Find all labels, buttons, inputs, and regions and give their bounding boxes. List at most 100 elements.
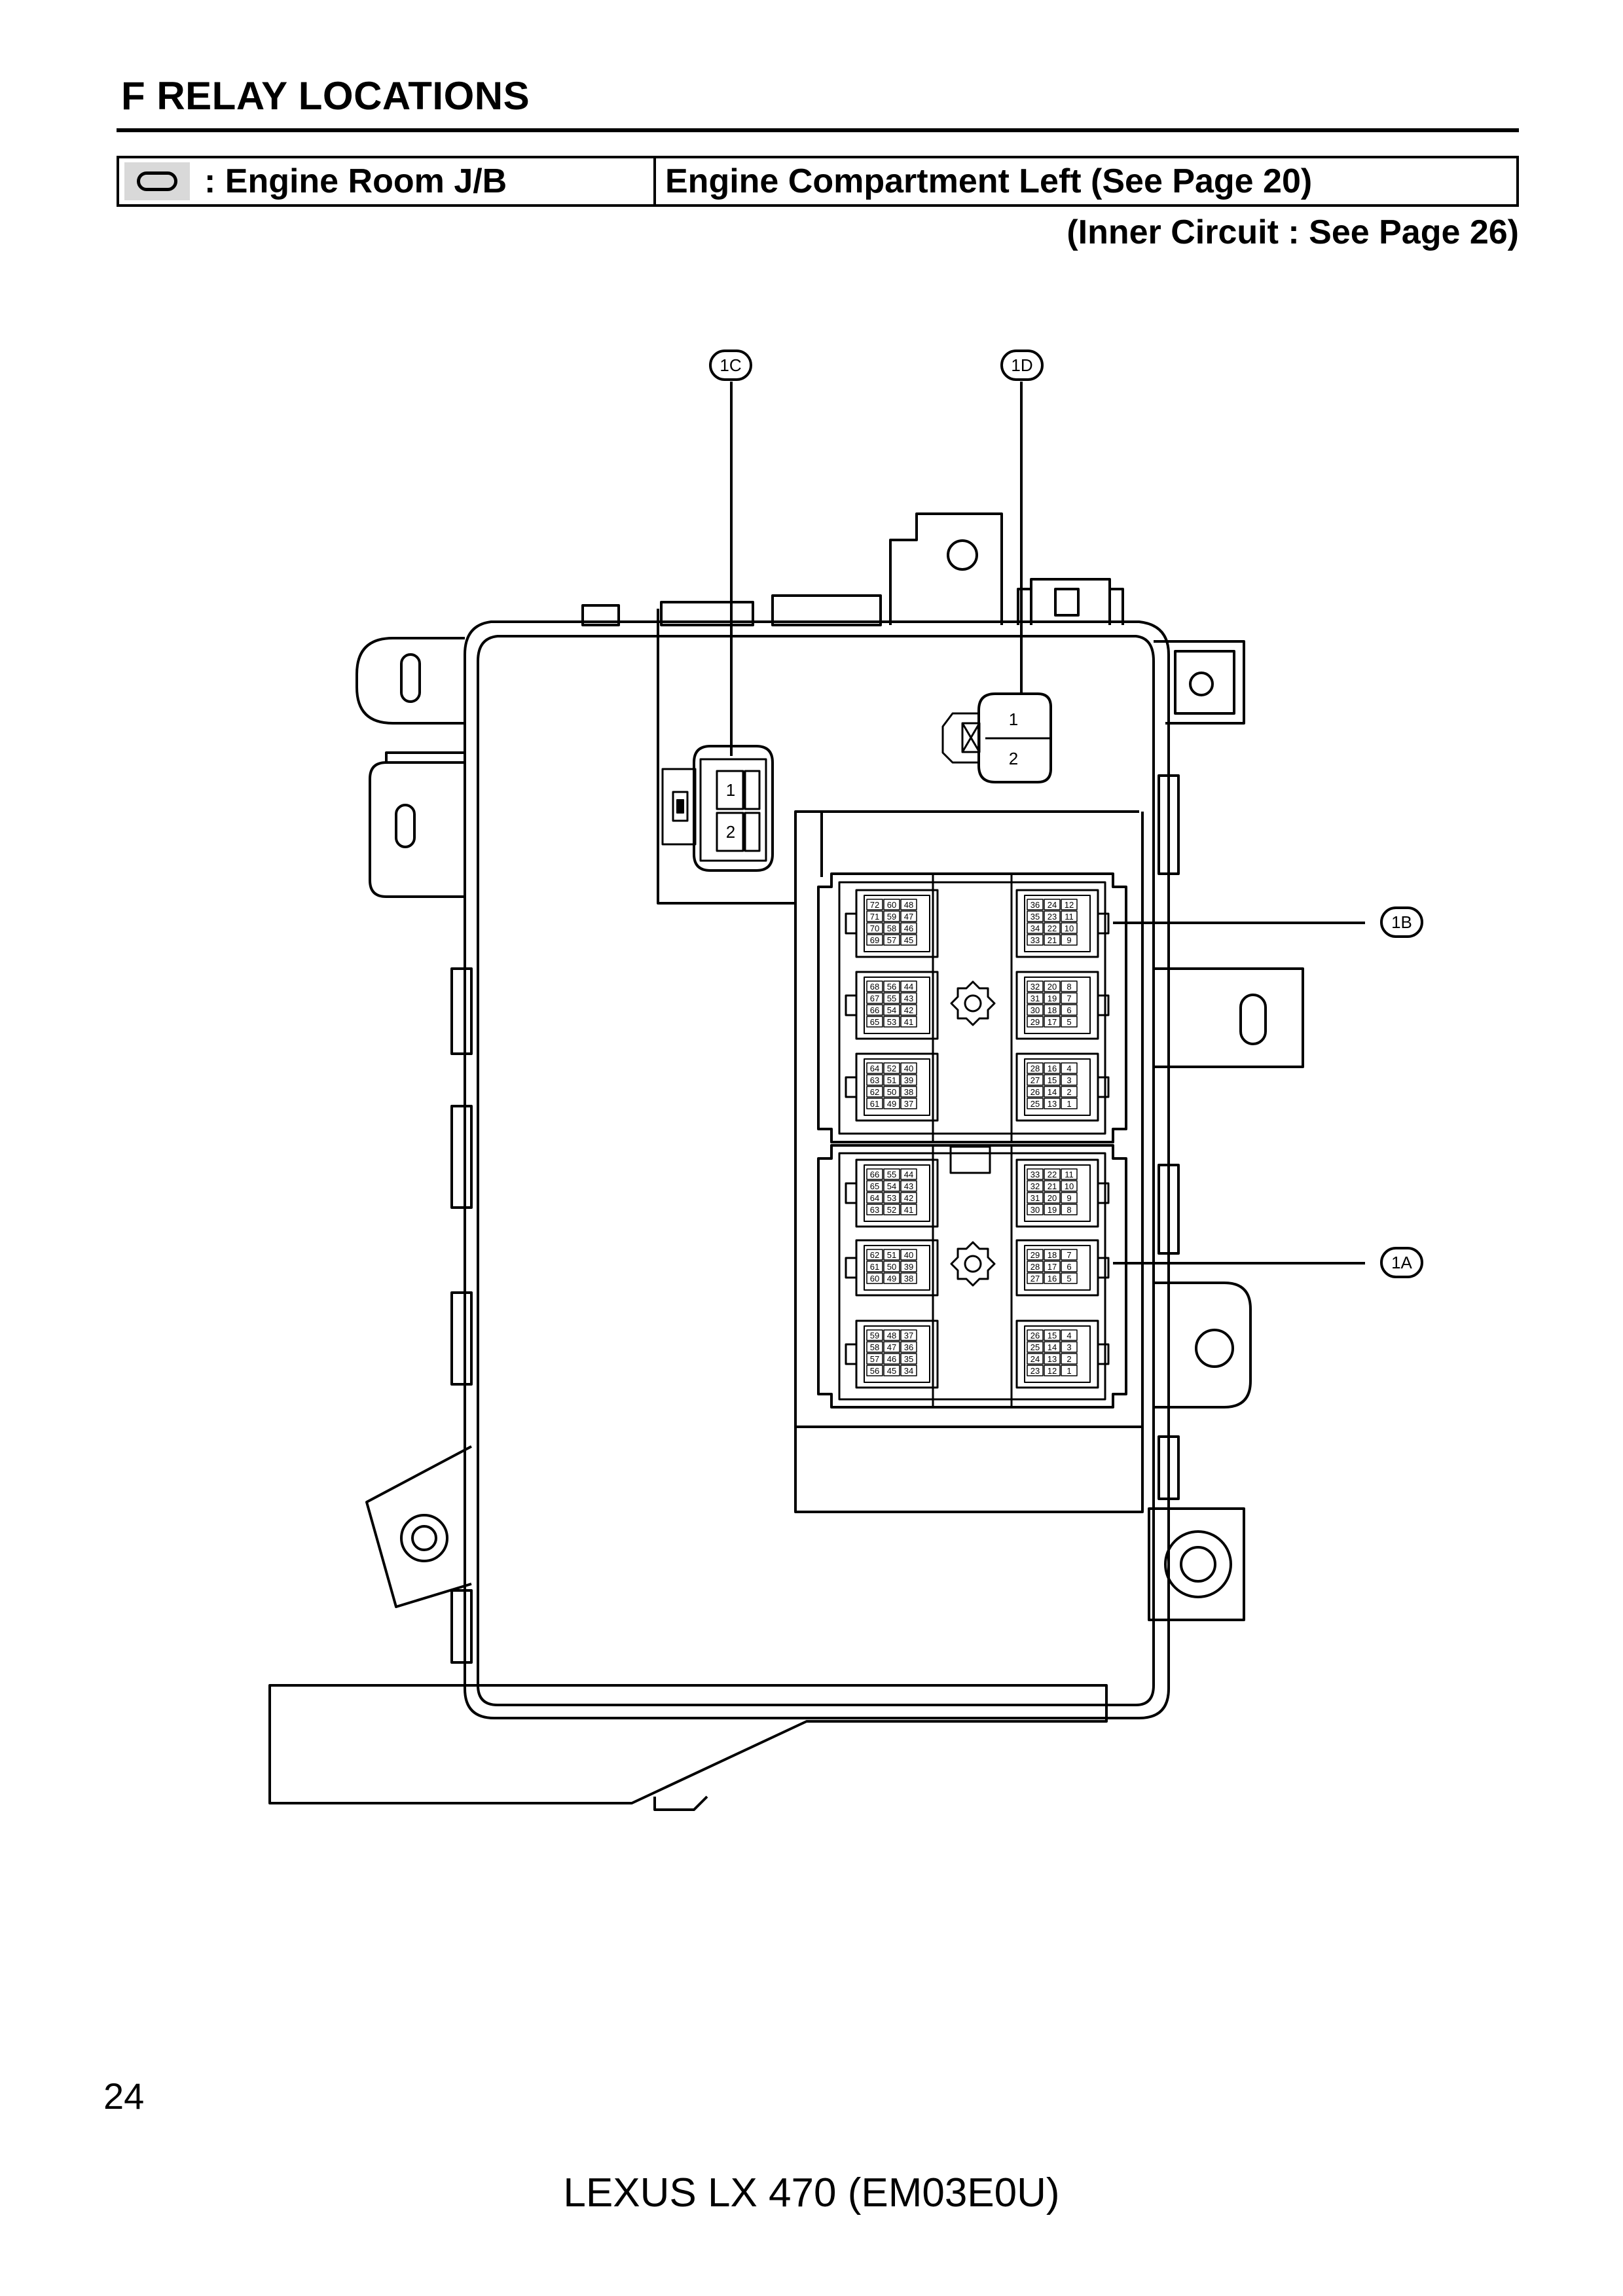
connector-1B-pin-cell xyxy=(900,1004,917,1016)
connector-1B-latch-nub xyxy=(1097,994,1110,1016)
connector-1B-pin-cell xyxy=(866,1098,883,1109)
connector-1A-pin-cell xyxy=(1027,1180,1044,1192)
connector-1A-pin-cell xyxy=(1027,1365,1044,1376)
connector-1B-pin-number: 52 xyxy=(887,1064,896,1073)
inner-circuit-reference: (Inner Circuit : See Page 26) xyxy=(1067,213,1519,251)
connector-1A-pin-housing xyxy=(855,1319,939,1389)
legend-label: : Engine Room J/B xyxy=(204,162,507,200)
connector-1A-pin-number: 21 xyxy=(1048,1181,1057,1191)
connector-1A-pin-number: 46 xyxy=(887,1354,896,1364)
connector-1B-pin-number: 22 xyxy=(1048,924,1057,933)
connector-1B-pin-number: 28 xyxy=(1030,1064,1040,1073)
connector-1B-pin-cell xyxy=(1027,1004,1044,1016)
connector-1B-pin-number: 43 xyxy=(904,994,913,1003)
connector-1B-pin-number: 49 xyxy=(887,1099,896,1109)
connector-1B-pin-cell xyxy=(866,1016,883,1028)
connector-1B-pin-grid xyxy=(1024,895,1091,952)
connector-1A-pin-number: 19 xyxy=(1048,1205,1057,1215)
connector-1B-pin-cell xyxy=(1061,1016,1078,1028)
top-tab xyxy=(581,604,620,626)
svg-text:1D: 1D xyxy=(1011,355,1032,375)
connector-1B-pin-cell xyxy=(1027,1062,1044,1074)
connector-1A-pin-number: 37 xyxy=(904,1331,913,1340)
connector-1A-pin-cell xyxy=(1061,1329,1078,1341)
connector-1B-pin-cell xyxy=(1061,899,1078,910)
connector-1B-pin-number: 30 xyxy=(1030,1005,1040,1015)
top-tab xyxy=(660,601,754,626)
connector-1A-latch-nub xyxy=(1097,1182,1110,1204)
top-bolt-hole-icon xyxy=(947,539,978,571)
connector-1A-pin-number: 26 xyxy=(1030,1331,1040,1340)
connector-1A-pin-number: 47 xyxy=(887,1342,896,1352)
right-rib xyxy=(1158,1164,1180,1255)
connector-1B-pin-cell xyxy=(1061,1098,1078,1109)
connector-1A-pin-cell xyxy=(883,1329,900,1341)
connector-1B-pin-cell xyxy=(900,910,917,922)
connector-1A-pin-number: 32 xyxy=(1030,1181,1040,1191)
connector-1A-latch-nub xyxy=(845,1343,858,1365)
connector-1B-pin-number: 10 xyxy=(1065,924,1074,933)
right-mid-lug-slot-icon xyxy=(1239,994,1267,1045)
connector-1B-pin-cell xyxy=(883,910,900,922)
left-mid-lug-step xyxy=(385,751,465,762)
left-mid-lug xyxy=(369,761,465,898)
connector-1A-pin-number: 23 xyxy=(1030,1366,1040,1376)
connector-1A-latch-nub xyxy=(845,1257,858,1279)
right-top-lug xyxy=(1154,640,1245,725)
left-top-lug xyxy=(356,637,465,725)
connector-1A-pin-cell xyxy=(1061,1272,1078,1284)
connector-1B-pin-number: 40 xyxy=(904,1064,913,1073)
connector-1A-pin-cell xyxy=(866,1272,883,1284)
connector-1B-pin-number: 8 xyxy=(1067,982,1071,992)
connector-1B-pin-cell xyxy=(1044,922,1061,934)
connector-1B-pin-number: 39 xyxy=(904,1075,913,1085)
connector-1B-pin-number: 36 xyxy=(1030,900,1040,910)
connector-1B-pin-number: 51 xyxy=(887,1075,896,1085)
connector-1B-latch-nub xyxy=(845,912,858,935)
connector-1A-pin-number: 18 xyxy=(1048,1250,1057,1260)
connector-1A-pin-cell xyxy=(883,1192,900,1204)
connector-1B-pin-cell xyxy=(1061,1004,1078,1016)
connector-1A-pin-number: 40 xyxy=(904,1250,913,1260)
connector-1A-pin-number: 45 xyxy=(887,1366,896,1376)
right-rib xyxy=(1158,774,1180,875)
connector-1B-pin-number: 55 xyxy=(887,994,896,1003)
connector-1B-pin-number: 11 xyxy=(1065,912,1074,922)
connector-1B-pin-number: 71 xyxy=(870,912,879,922)
connector-1B-pin-cell xyxy=(900,980,917,992)
left-bottom-bolt-hole-icon xyxy=(400,1514,448,1562)
connector-1C: 1 2 xyxy=(661,745,774,872)
connector-1B-pin-cell xyxy=(866,910,883,922)
connector-1B-pin-number: 13 xyxy=(1048,1099,1057,1109)
connector-1B-pin-cell xyxy=(1061,922,1078,934)
connector-1B-pin-number: 68 xyxy=(870,982,879,992)
connector-1A-pin-number: 50 xyxy=(887,1262,896,1272)
connector-1B-pin-housing xyxy=(855,889,939,958)
connector-1B-pin-number: 31 xyxy=(1030,994,1040,1003)
right-mid-lug xyxy=(1154,967,1304,1068)
connector-1A-pin-housing xyxy=(1015,1158,1099,1228)
connector-1A-pin-cell xyxy=(866,1261,883,1272)
connector-1B-pin-cell xyxy=(866,922,883,934)
connector-1A-pin-cell xyxy=(1061,1261,1078,1272)
connector-1B-latch-nub xyxy=(1097,912,1110,935)
connector-1A-pin-number: 11 xyxy=(1065,1170,1074,1179)
top-latch-rail xyxy=(1017,588,1124,625)
connector-1A-pin-number: 53 xyxy=(887,1193,896,1203)
connector-1B-pin-number: 56 xyxy=(887,982,896,992)
connector-1B-pin-cell xyxy=(1044,910,1061,922)
connector-1A-pin-number: 35 xyxy=(904,1354,913,1364)
connector-1A-pin-cell xyxy=(866,1353,883,1365)
connector-1B-pin-number: 53 xyxy=(887,1017,896,1027)
connector-1A-pin-cell xyxy=(883,1341,900,1353)
connector-1B-pin-number: 38 xyxy=(904,1087,913,1097)
connector-1A-pin-number: 38 xyxy=(904,1274,913,1283)
connector-1B-pin-cell xyxy=(1027,992,1044,1004)
connector-1B-pin-number: 21 xyxy=(1048,935,1057,945)
connector-1A-pin-number: 16 xyxy=(1048,1274,1057,1283)
connector-1A-pin-cell xyxy=(883,1353,900,1365)
connector-1A-latch-nub xyxy=(845,1182,858,1204)
connector-1B-pin-number: 48 xyxy=(904,900,913,910)
block-1A-bolt-icon xyxy=(950,1241,996,1287)
connector-1A-pin-cell xyxy=(1044,1204,1061,1215)
